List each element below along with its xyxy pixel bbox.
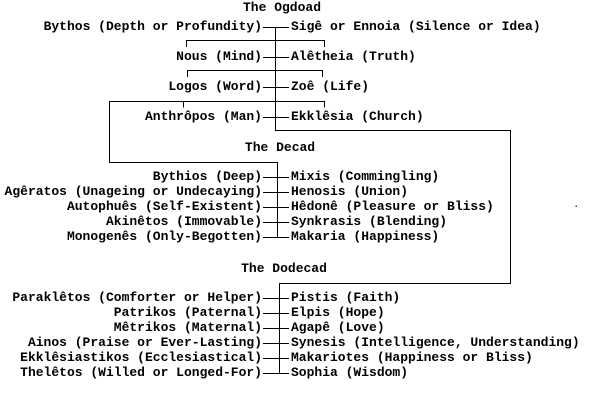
- aeon-label-right: Agapê (Love): [291, 320, 385, 335]
- aeon-label-left: Mêtrikos (Maternal): [113, 320, 262, 335]
- aeon-label-left: Thelêtos (Willed or Longed-For): [20, 365, 262, 380]
- section-title-dodecad: The Dodecad: [241, 261, 327, 276]
- aeon-label-left: Nous (Mind): [176, 49, 262, 64]
- section-title-decad: The Decad: [244, 140, 316, 155]
- aeon-label-right: Elpis (Hope): [291, 305, 385, 320]
- aeon-label-left: Paraklêtos (Comforter or Helper): [12, 290, 262, 305]
- aeon-label-right: Zoê (Life): [291, 79, 370, 94]
- aeon-label-left: Autophuês (Self-Existent): [66, 199, 262, 214]
- aeon-label-right: Synkrasis (Blending): [291, 214, 448, 229]
- aeon-label-left: Bythios (Deep): [152, 169, 262, 184]
- aeon-label-left: Bythos (Depth or Profundity): [43, 19, 262, 34]
- aeon-label-right: Sophia (Wisdom): [291, 365, 409, 380]
- aeon-label-left: Patrikos (Paternal): [113, 305, 262, 320]
- aeon-label-right: Alêtheia (Truth): [291, 49, 416, 64]
- aeon-label-right: Hêdonê (Pleasure or Bliss): [291, 199, 494, 214]
- stray-dot-artifact: [575, 205, 577, 207]
- aeon-label-right: Pistis (Faith): [291, 290, 401, 305]
- connector-line: [109, 101, 325, 238]
- aeon-label-left: Agêratos (Unageing or Undecaying): [4, 184, 262, 199]
- connector-line: [187, 70, 323, 77]
- aeon-label-left: Anthrôpos (Man): [144, 109, 262, 124]
- aeon-label-right: Sigê or Ennoia (Silence or Idea): [291, 19, 541, 34]
- aeon-label-right: Mixis (Commingling): [291, 169, 440, 184]
- aeon-label-left: Monogenês (Only-Begotten): [66, 229, 262, 244]
- aeon-label-left: Ekklêsiastikos (Ecclesiastical): [20, 350, 262, 365]
- aeon-label-left: Ainos (Praise or Ever-Lasting): [27, 335, 262, 350]
- aeon-label-right: Synesis (Intelligence, Understanding): [291, 335, 580, 350]
- aeon-label-right: Henosis (Union): [291, 184, 409, 199]
- aeon-label-left: Akinêtos (Immovable): [105, 214, 262, 229]
- aeon-label-right: Makaria (Happiness): [291, 229, 440, 244]
- aeon-label-left: Logos (Word): [168, 79, 262, 94]
- aeon-label-right: Ekklêsia (Church): [291, 109, 424, 124]
- aeon-label-right: Makariotes (Happiness or Bliss): [291, 350, 533, 365]
- connector-line: [186, 40, 325, 47]
- section-title-ogdoad: The Ogdoad: [242, 0, 322, 15]
